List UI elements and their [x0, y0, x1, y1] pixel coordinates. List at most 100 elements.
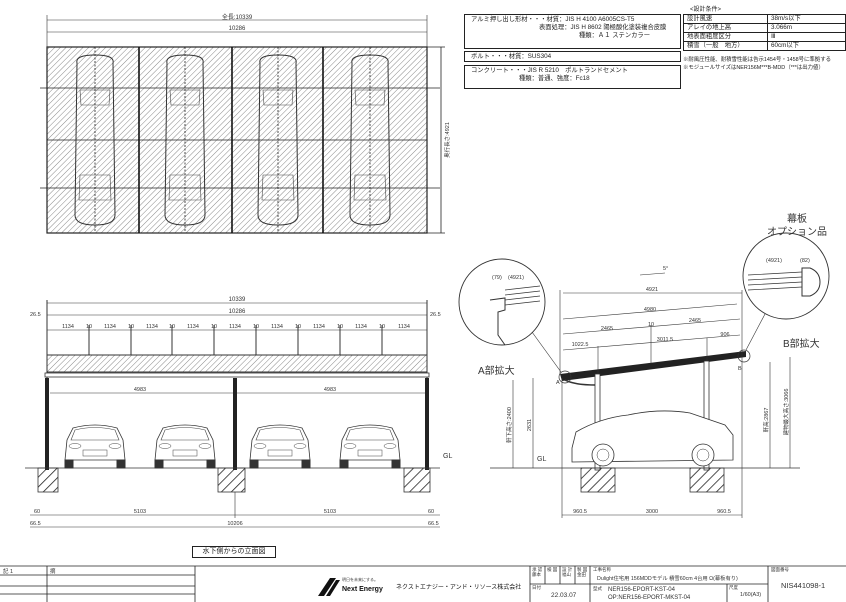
- elevation-gap-label: 10: [337, 324, 343, 330]
- elevation-bottom_edge-label: 60: [428, 509, 434, 515]
- side-eave_under-label: 軒下高さ:2400: [505, 407, 513, 443]
- design_conditions-rows-1-1-label: 3.066m: [767, 23, 846, 33]
- title_block-roles-3-1-label: 金田: [577, 572, 586, 577]
- elevation-bottom_edge2-label: 66.5: [428, 521, 439, 527]
- side-a_label-label: A部拡大: [478, 364, 515, 377]
- design_conditions-rows-1-0-label: アレイの地上高: [683, 23, 768, 33]
- role-check: 検 図: [547, 567, 557, 572]
- note-label: 摘: [50, 569, 56, 575]
- concrete-spec: コンクリート・・・JIS R 5210 ポルトランドセメント 種類：普通、強度：…: [464, 65, 681, 89]
- project-name: Dulight住宅用 156MDDモデル 積雪60cm 4台用 Ω(幕板有り): [597, 576, 738, 582]
- elevation-panel-label: 1134: [271, 324, 283, 330]
- design_conditions-rows-0-0-label: 設計風速: [683, 14, 768, 24]
- side-a_dims-0-label: (79): [492, 275, 502, 281]
- aluminum-spec: アルミ押し出し形材・・・材質：JIS H 4100 A6005CS-T5 表面処…: [464, 14, 681, 49]
- side-a-label: A: [556, 380, 560, 386]
- plan-view: 全長:10339 10286 奥行長さ:4921: [40, 13, 451, 234]
- elevation-length-label: 10286: [229, 309, 246, 315]
- design_conditions-rows-3-1-label: 60cm以下: [767, 41, 846, 51]
- drawing-number: NIS441098-1: [781, 581, 826, 590]
- plan-depth: 奥行長さ:4921: [443, 122, 451, 158]
- elevation-gap-label: 10: [253, 324, 259, 330]
- title_block-roles-2-1-label: 福山: [562, 572, 571, 577]
- title_block-roles-1-0-label: 検 図: [547, 567, 558, 572]
- concrete-spec-line-1: コンクリート・・・JIS R 5210 ポルトランドセメント: [471, 67, 628, 74]
- design-conditions-title: <設計条件>: [690, 7, 722, 13]
- side-max_h-label: 建物最大高さ:3066: [782, 389, 790, 436]
- side-d4921-label: 4921: [646, 287, 658, 293]
- company-logo-icon: [318, 578, 340, 596]
- table-row: 積雪（一般 地方）60cm以下: [683, 41, 846, 51]
- side-b_label-label: B部拡大: [783, 337, 820, 350]
- elevation-panel-label: 1134: [62, 324, 74, 330]
- side-eave-label: 軒高:2867: [762, 408, 770, 433]
- elevation-panel-label: 1134: [229, 324, 241, 330]
- project-label: 工事名称: [593, 567, 611, 572]
- elevation-panel-label: 1134: [187, 324, 199, 330]
- role-approve: 承 認藤本: [532, 567, 542, 577]
- side-d3011-label: 3011.5: [657, 337, 673, 343]
- scale-value: 1/60(A3): [740, 592, 762, 598]
- design_conditions-rows-2-1-label: Ⅲ: [767, 32, 846, 42]
- side-b_dims-0-label: (4921): [766, 258, 782, 264]
- role-design: 設 計福山: [562, 567, 572, 577]
- aluminum-spec-line-2: 表面処理：JIS H 8602 陽極酸化塗装複合皮膜: [539, 24, 667, 31]
- role-draft: 製 図金田: [577, 567, 587, 577]
- elevation-edge-label: 26.5: [30, 312, 41, 318]
- elevation-panel-label: 1134: [146, 324, 158, 330]
- design_conditions-rows-2-0-label: 地表面粗度区分: [683, 32, 768, 42]
- elevation-span-label: 4983: [134, 387, 146, 393]
- side-b_dims-1-label: (82): [800, 258, 810, 264]
- side-d2465-label: 2465: [601, 326, 613, 332]
- aluminum-spec-line-1: アルミ押し出し形材・・・材質：JIS H 4100 A6005CS-T5: [471, 16, 635, 23]
- date-label: 日付: [532, 585, 541, 590]
- elevation-gl-label: GL: [443, 453, 452, 460]
- elevation-gap-label: 10: [379, 324, 385, 330]
- aluminum-spec-line-3: 種類：Ａ１ ステンカラー: [579, 32, 651, 39]
- side-d1022-label: 1022.5: [572, 342, 589, 348]
- side-h2631-label: 2631: [527, 419, 533, 431]
- side-d4980-label: 4980: [644, 307, 656, 313]
- elevation-panel-label: 1134: [398, 324, 410, 330]
- title_block-roles-0-1-label: 藤本: [532, 572, 541, 577]
- elevation-gap-label: 10: [86, 324, 92, 330]
- revision-label: 記 1: [3, 569, 14, 575]
- date-value: 22.03.07: [551, 592, 577, 599]
- elevation-gap-label: 10: [295, 324, 301, 330]
- elevation-caption: 水下側からの立面図: [192, 546, 276, 558]
- company-name: ネクストエナジー・アンド・リソース株式会社: [396, 585, 522, 591]
- side-b-label: B: [738, 366, 742, 372]
- company-logo-text: Next Energy: [342, 586, 383, 593]
- title_block-roles-3-0-label: 製 図: [577, 567, 588, 572]
- side-view: [458, 232, 830, 518]
- title_block-roles-2-0-label: 設 計: [562, 567, 573, 572]
- design-note-2: ※モジュールサイズはNER156M***B-MDD（***は出力値）: [683, 65, 824, 71]
- title_block-roles-0-0-label: 承 認: [532, 567, 543, 572]
- side-b1-label: 960.5: [573, 509, 587, 515]
- elevation-panel-label: 1134: [104, 324, 116, 330]
- side-option_label-0-label: 幕板: [787, 212, 807, 225]
- elevation-bottom_edge-label: 60: [34, 509, 40, 515]
- elevation-gap-label: 10: [169, 324, 175, 330]
- elevation-edge-label: 26.5: [430, 312, 441, 318]
- model-2: OP:NER156-EPORT-MKST-04: [608, 595, 691, 601]
- side-b3-label: 960.5: [717, 509, 731, 515]
- side-view-labels: 幕板 オプション品 A部拡大 B部拡大 AB (79)(4921) (4921)…: [478, 212, 827, 515]
- title-block-frame: [0, 565, 846, 602]
- side-b2-label: 3000: [646, 509, 658, 515]
- scale-label: 尺度: [729, 585, 738, 590]
- elevation-total-label: 10339: [229, 297, 246, 303]
- side-angle-label: 5°: [663, 266, 668, 272]
- side-d10-label: 10: [648, 322, 654, 328]
- elevation-bottom_span-label: 5103: [324, 509, 336, 515]
- elevation-bottom_span-label: 5103: [134, 509, 146, 515]
- side-gl-label: GL: [537, 456, 546, 463]
- elevation-bottom_total-label: 10206: [227, 521, 242, 527]
- elevation-panel-label: 1134: [355, 324, 367, 330]
- model-1: NER156-EPORT-KST-04: [608, 587, 675, 593]
- front-elevation-labels: 10339 10286 26.5 26.5 1134 10 1134 10 1134…: [30, 297, 452, 527]
